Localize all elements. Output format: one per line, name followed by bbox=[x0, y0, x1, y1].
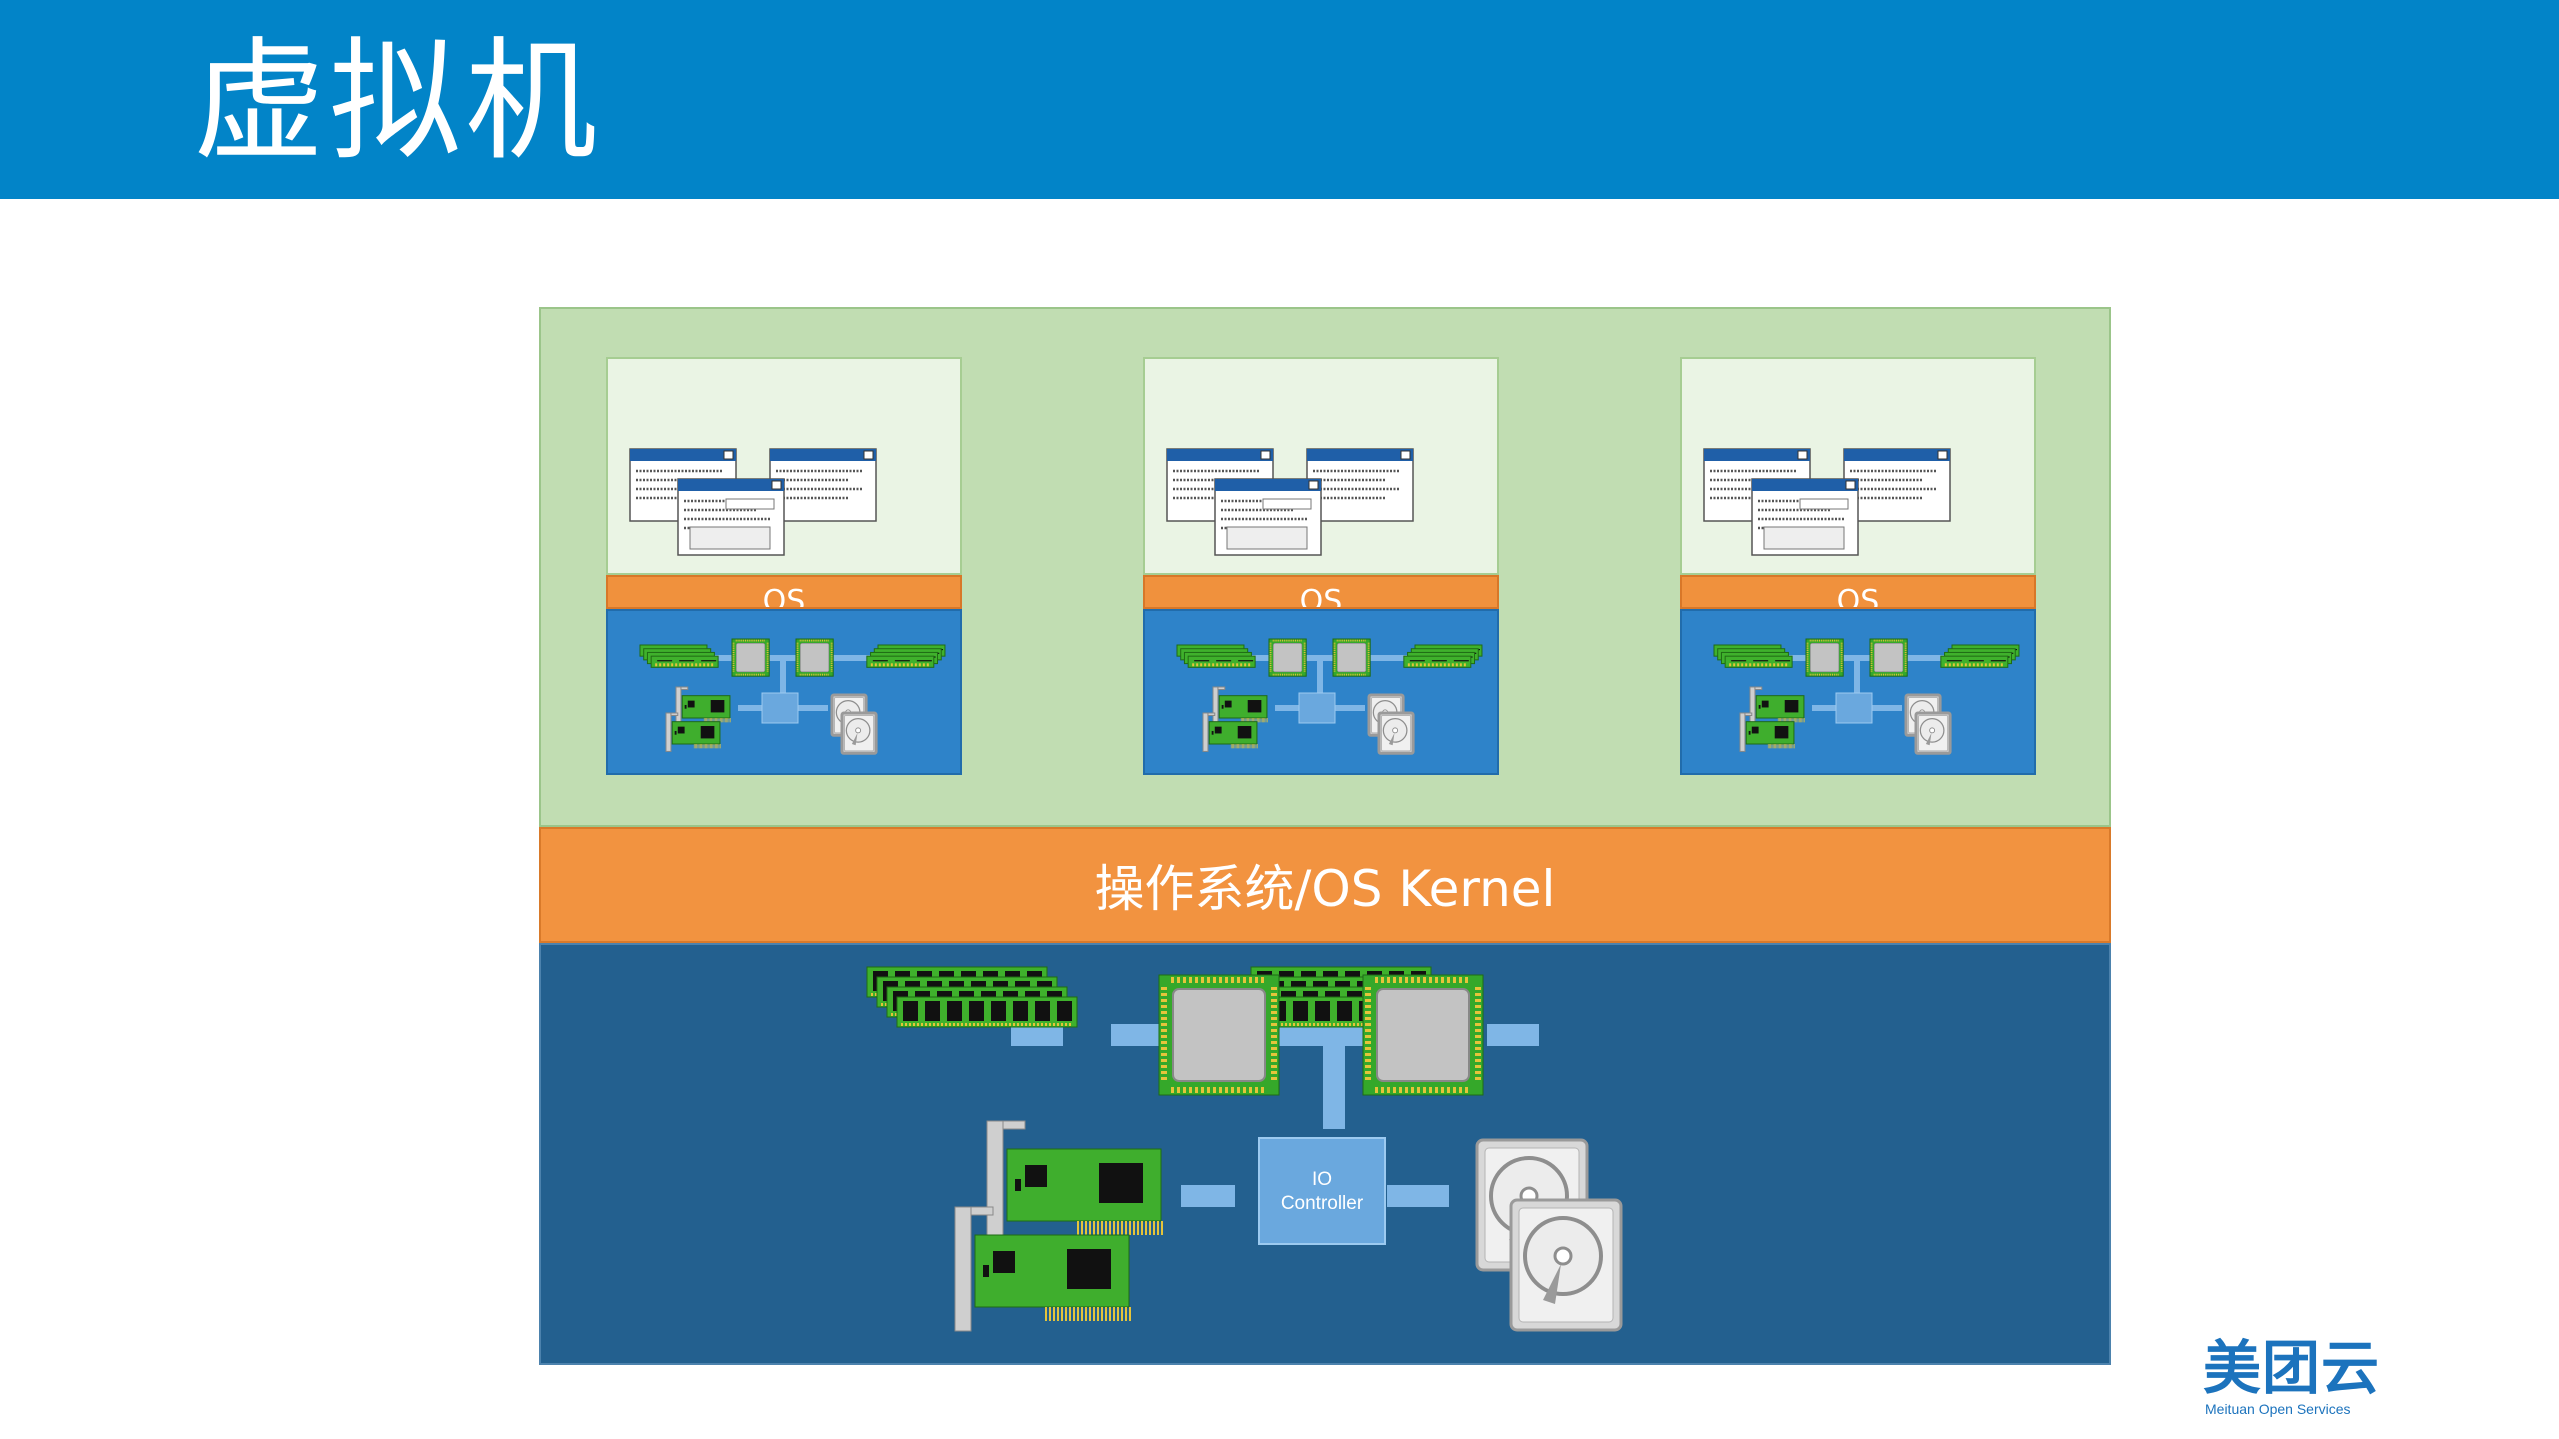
app-windows-icon bbox=[629, 448, 877, 556]
meituan-cloud-logo: 美团云 Meituan Open Services bbox=[2203, 1335, 2383, 1420]
io-controller-line1: IO bbox=[1312, 1169, 1332, 1190]
logo-subtitle: Meituan Open Services bbox=[2205, 1401, 2351, 1417]
virtual-machine-1: OS bbox=[606, 357, 962, 775]
os-kernel-label: 操作系统/OS Kernel bbox=[1094, 860, 1556, 918]
ram-icon bbox=[866, 966, 1078, 1028]
virtual-machine-2: OS bbox=[1143, 357, 1499, 775]
vm-applications-area bbox=[606, 357, 962, 575]
vm-applications-area bbox=[1680, 357, 2036, 575]
vm-virtual-hardware bbox=[606, 609, 962, 775]
vm-virtual-hardware bbox=[1143, 609, 1499, 775]
virtual-hardware-icon bbox=[1176, 638, 1483, 755]
page-title: 虚拟机 bbox=[193, 25, 601, 179]
cpu-icon bbox=[1158, 974, 1280, 1096]
vm-os-label: OS bbox=[1299, 584, 1343, 609]
os-kernel-layer: 操作系统/OS Kernel bbox=[539, 827, 2111, 943]
network-card-icon bbox=[986, 1120, 1163, 1246]
logo-text: 美团云 bbox=[2203, 1334, 2381, 1402]
network-card-icon bbox=[954, 1206, 1131, 1332]
vm-os-layer: OS bbox=[1680, 575, 2036, 609]
app-windows-icon bbox=[1703, 448, 1951, 556]
vm-virtual-hardware bbox=[1680, 609, 2036, 775]
physical-hardware-layer: IO Controller bbox=[539, 943, 2111, 1365]
vm-applications-area bbox=[1143, 357, 1499, 575]
virtual-hardware-icon bbox=[1713, 638, 2020, 755]
hard-disk-icon bbox=[1509, 1198, 1623, 1332]
vm-os-layer: OS bbox=[606, 575, 962, 609]
io-controller: IO Controller bbox=[1258, 1137, 1386, 1245]
io-controller-line2: Controller bbox=[1281, 1193, 1364, 1214]
header-bar: 虚拟机 bbox=[0, 0, 2559, 199]
virtual-machine-3: OS bbox=[1680, 357, 2036, 775]
vm-os-layer: OS bbox=[1143, 575, 1499, 609]
vm-os-label: OS bbox=[762, 584, 806, 609]
app-windows-icon bbox=[1166, 448, 1414, 556]
virtual-hardware-icon bbox=[639, 638, 946, 755]
physical-hardware-diagram: IO Controller bbox=[866, 966, 1623, 1332]
vm-os-label: OS bbox=[1836, 584, 1880, 609]
cpu-icon bbox=[1362, 974, 1484, 1096]
